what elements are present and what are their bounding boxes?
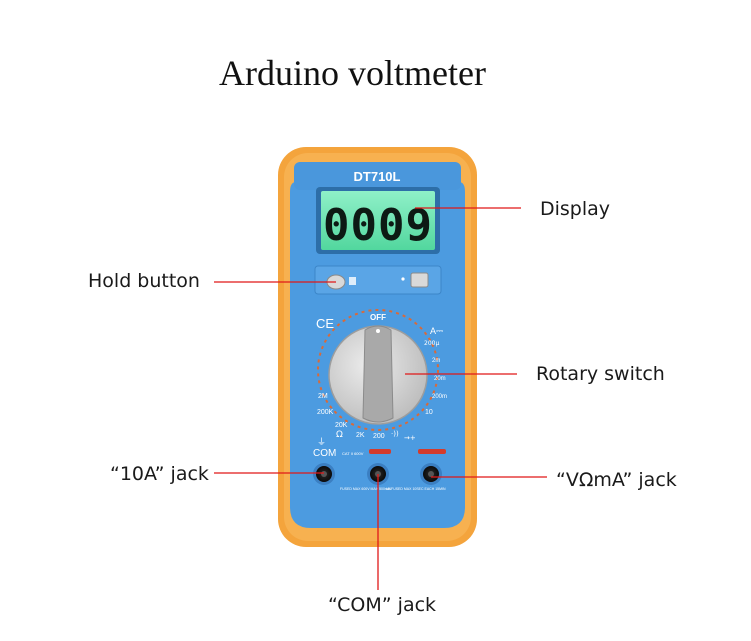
jack-10a[interactable] <box>313 463 335 485</box>
ma-red-marker <box>418 449 446 454</box>
model-label: DT710L <box>354 169 401 184</box>
com-red-marker <box>369 449 391 454</box>
dial-left-5: 200 <box>373 433 385 440</box>
dial-right-0: 200μ <box>424 340 439 347</box>
callout-display: Display <box>540 198 611 220</box>
dial-left-0: 2M <box>318 393 328 400</box>
dial-left-2: 20K <box>335 422 348 429</box>
dial-right-2: 20m <box>434 376 446 382</box>
dial-ring: OFF 2M 200K 20K Ω 2K 200 200μ 2m 20m 200… <box>317 309 447 442</box>
dial-left-4: 2K <box>356 432 365 439</box>
callout-hold-button: Hold button <box>88 270 200 292</box>
lcd-display: 0009 <box>316 187 440 254</box>
dial-left-1: 200K <box>317 409 334 416</box>
dial-bottom-0: ·)) <box>391 430 399 438</box>
backlight-button[interactable] <box>410 272 429 288</box>
dial-right-1: 2m <box>432 358 440 364</box>
dial-off: OFF <box>370 313 386 322</box>
cat-rating: CAT II 600V <box>342 451 364 456</box>
rotary-switch[interactable] <box>328 325 428 425</box>
unfused-rating: UNFUSED MAX 10SEC EACH 15MIN <box>386 487 446 491</box>
jack-vomega[interactable] <box>420 463 442 485</box>
ground-symbol: ⏚ <box>317 437 326 448</box>
display-value: 0009 <box>323 200 433 251</box>
callout-rotary-switch: Rotary switch <box>536 363 665 385</box>
amps-symbol: A⎓ <box>430 326 443 336</box>
callout-com-jack: “COM” jack <box>328 594 437 616</box>
button-panel <box>314 265 442 295</box>
dial-left-3: Ω <box>336 430 343 440</box>
com-label: COM <box>313 448 336 459</box>
dial-bottom-1: →+ <box>404 434 416 442</box>
diagram-title: Arduino voltmeter <box>219 53 486 93</box>
ce-mark: CE <box>316 316 334 331</box>
backlight-icon <box>401 277 405 281</box>
dial-right-3: 200m <box>432 394 447 400</box>
callout-vomega-jack: “VΩmA” jack <box>556 469 677 491</box>
callout-10a-jack: “10A” jack <box>110 463 209 485</box>
dial-right-4: 10 <box>425 409 433 416</box>
fused-rating: FUSED MAX 600V MAX 500mA <box>340 487 391 491</box>
hold-icon <box>349 277 356 285</box>
